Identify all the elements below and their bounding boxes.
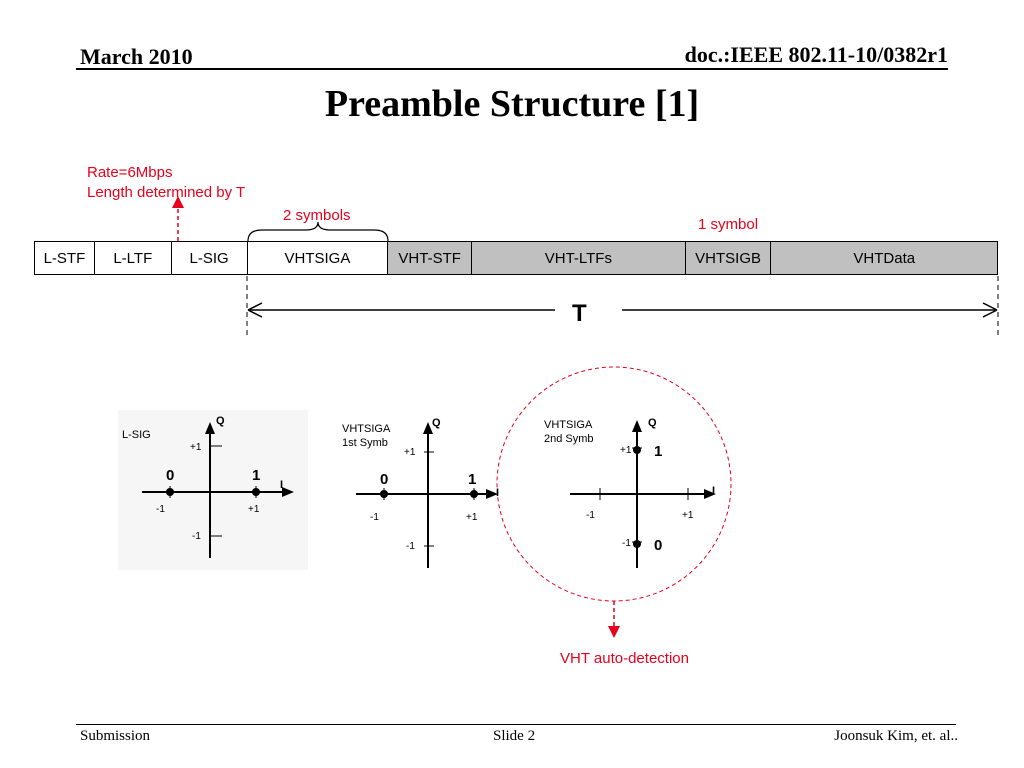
frame-field-l-ltf: L-LTF xyxy=(95,242,172,274)
svg-text:1st Symb: 1st Symb xyxy=(342,437,388,449)
frame-field-l-stf: L-STF xyxy=(35,242,95,274)
svg-text:Q: Q xyxy=(216,415,225,427)
svg-text:VHTSIGA: VHTSIGA xyxy=(544,419,593,431)
svg-text:+1: +1 xyxy=(190,442,202,453)
duration-t-label: T xyxy=(572,300,587,327)
svg-text:1: 1 xyxy=(252,467,260,484)
header-date: March 2010 xyxy=(80,44,193,69)
header-rule xyxy=(76,68,948,70)
frame-field-vhtdata: VHTData xyxy=(771,242,998,274)
lsig-constellation: L-SIG Q I +1 -1 -1 +1 0 1 xyxy=(118,410,308,570)
svg-text:2nd Symb: 2nd Symb xyxy=(544,433,594,445)
svg-text:I: I xyxy=(496,487,499,499)
svg-text:I: I xyxy=(712,485,715,497)
svg-text:+1: +1 xyxy=(248,504,260,515)
frame-field-vht-stf: VHT-STF xyxy=(388,242,473,274)
svg-text:1: 1 xyxy=(468,471,476,488)
svg-text:I: I xyxy=(280,479,283,491)
svg-text:VHTSIGA: VHTSIGA xyxy=(342,423,391,435)
rate-annotation: Rate=6Mbps xyxy=(87,164,173,181)
svg-text:-1: -1 xyxy=(370,512,379,523)
two-symbols-label: 2 symbols xyxy=(283,207,351,224)
length-annotation: Length determined by T xyxy=(87,184,246,201)
footer-author: Joonsuk Kim, et. al.. xyxy=(834,728,958,744)
svg-text:1: 1 xyxy=(654,443,662,460)
svg-text:+1: +1 xyxy=(404,447,416,458)
one-symbol-label: 1 symbol xyxy=(698,216,759,233)
siga1-constellation: VHTSIGA 1st Symb Q I +1 -1 -1 +1 0 1 xyxy=(342,417,499,568)
siga2-constellation: VHTSIGA 2nd Symb Q I +1 -1 -1 +1 1 0 xyxy=(544,417,716,568)
svg-text:0: 0 xyxy=(166,467,174,484)
footer-slide-number: Slide 2 xyxy=(493,728,536,744)
svg-text:0: 0 xyxy=(654,537,662,554)
svg-text:Q: Q xyxy=(648,417,657,429)
frame-field-vht-ltfs: VHT-LTFs xyxy=(472,242,686,274)
two-symbols-brace xyxy=(247,221,389,242)
frame-field-vhtsiga: VHTSIGA xyxy=(248,242,389,274)
footer-rule xyxy=(76,724,956,725)
lsig-constellation-title: L-SIG xyxy=(122,429,151,441)
svg-text:+1: +1 xyxy=(682,510,694,521)
header-doc-id: doc.:IEEE 802.11-10/0382r1 xyxy=(684,42,948,67)
frame-field-l-sig: L-SIG xyxy=(172,242,248,274)
svg-text:-1: -1 xyxy=(406,541,415,552)
frame-field-vhtsigb: VHTSIGB xyxy=(685,242,772,274)
svg-text:+1: +1 xyxy=(466,512,478,523)
svg-text:Q: Q xyxy=(432,417,441,429)
slide-title: Preamble Structure [1] xyxy=(324,83,700,125)
svg-text:-1: -1 xyxy=(192,531,201,542)
svg-text:-1: -1 xyxy=(156,504,165,515)
svg-text:0: 0 xyxy=(380,471,388,488)
footer-submission: Submission xyxy=(80,728,151,744)
vht-auto-detection-label: VHT auto-detection xyxy=(560,650,689,667)
svg-text:+1: +1 xyxy=(620,445,632,456)
svg-text:-1: -1 xyxy=(586,510,595,521)
svg-text:-1: -1 xyxy=(622,538,631,549)
